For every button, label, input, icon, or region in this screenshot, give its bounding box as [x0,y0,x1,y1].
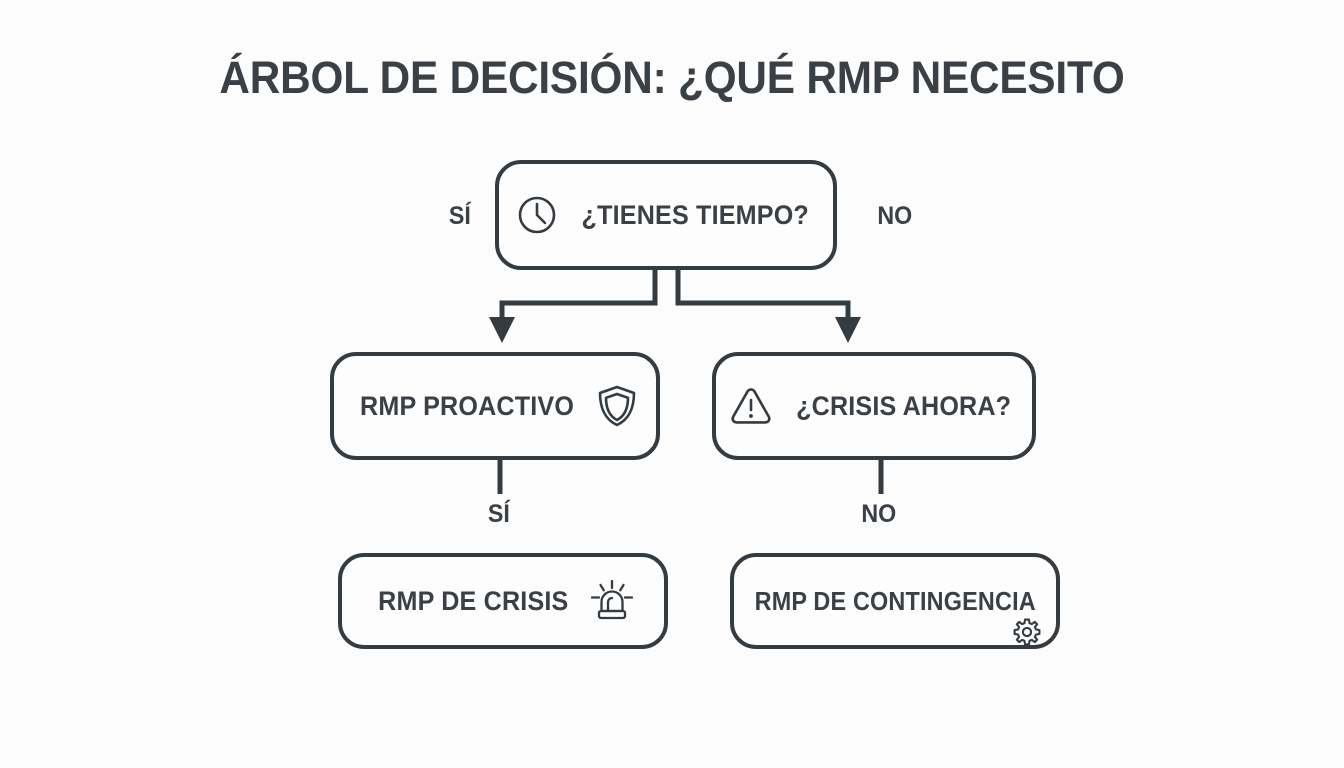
page-title: ÁRBOL DE DECISIÓN: ¿QUÉ RMP NECESITO [219,52,1125,103]
node-tienes-tiempo[interactable]: ¿TIENES TIEMPO? [495,160,837,270]
node-rmp-de-contingencia[interactable]: RMP DE CONTINGENCIA [730,553,1060,649]
clock-icon [515,193,559,237]
warning-triangle-icon [728,384,774,428]
siren-icon [589,578,635,624]
node-rmp-de-crisis[interactable]: RMP DE CRISIS [338,553,668,649]
edge-label-root-si: SÍ [448,202,471,230]
edge-root-to-proactivo [499,270,658,322]
shield-icon [596,383,638,429]
arrowhead-left [489,317,515,343]
edge-label-crisisq-no: NO [861,500,897,528]
edge-label-proactivo-si: SÍ [487,500,510,528]
edge-root-to-crisis-question [675,270,851,322]
node-label: RMP PROACTIVO [359,390,575,421]
gear-icon [1012,617,1042,647]
node-label: ¿CRISIS AHORA? [796,390,1012,421]
node-label: ¿TIENES TIEMPO? [581,199,809,230]
node-rmp-proactivo[interactable]: RMP PROACTIVO [330,352,660,460]
node-label: RMP DE CRISIS [377,585,569,616]
arrowhead-right [835,317,861,343]
edge-label-root-no: NO [877,202,913,230]
node-label: RMP DE CONTINGENCIA [754,585,1036,616]
node-crisis-ahora[interactable]: ¿CRISIS AHORA? [712,352,1036,460]
